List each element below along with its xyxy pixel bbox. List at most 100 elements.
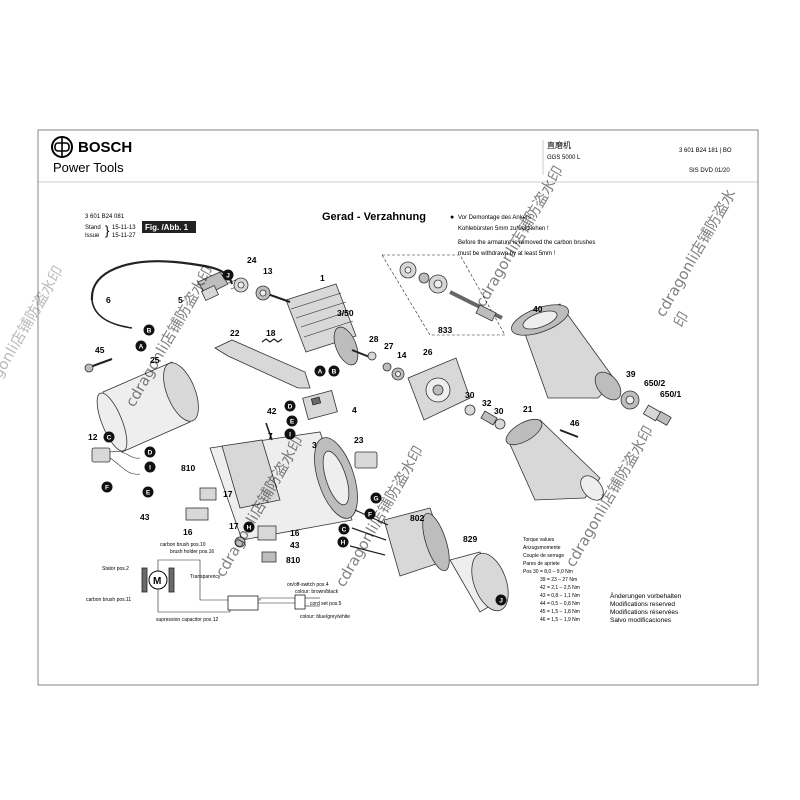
part-number-32: 32 bbox=[482, 398, 492, 408]
header-dvd: SIS DVD 01/20 bbox=[689, 168, 730, 174]
info-issue-value: 15-11-27 bbox=[112, 233, 136, 239]
screw-46-drawing bbox=[559, 429, 579, 438]
part-number-40: 40 bbox=[533, 304, 543, 314]
torque-row-5: 45 = 1,5 – 1,8 Nm bbox=[540, 609, 580, 615]
marker-B2: B bbox=[332, 369, 337, 376]
part-number-39: 39 bbox=[626, 369, 636, 379]
part-number-24: 24 bbox=[247, 255, 257, 265]
modifications-2: Modifications réservées bbox=[610, 609, 679, 616]
marker-I1: I bbox=[289, 432, 291, 439]
part-number-43b: 43 bbox=[290, 540, 300, 550]
diagram-title: Gerad - Verzahnung bbox=[322, 211, 426, 223]
gear-housing-drawing bbox=[511, 303, 622, 401]
part-number-810a: 810 bbox=[181, 463, 195, 473]
note-en-1: Before the armature is removed the carbo… bbox=[458, 240, 595, 246]
part-number-16b: 16 bbox=[290, 528, 300, 538]
part-number-810b: 810 bbox=[286, 555, 300, 565]
label-suppression: supression capacitor pos.12 bbox=[156, 617, 218, 623]
part-number-17b: 17 bbox=[229, 521, 239, 531]
info-id: 3 601 B24 081 bbox=[85, 214, 125, 220]
marker-D2: D bbox=[148, 450, 153, 457]
part-number-12: 12 bbox=[88, 432, 98, 442]
part-number-3-50: 3/50 bbox=[337, 308, 354, 318]
part-number-833: 833 bbox=[438, 325, 452, 335]
torque-row-1: 39 = 23 – 27 Nm bbox=[540, 577, 577, 583]
brush-bracket-drawing bbox=[214, 338, 311, 389]
header-model: GGS 5000 L bbox=[547, 155, 581, 161]
part-number-25: 25 bbox=[150, 355, 160, 365]
label-onoff: on/off-switch pos.4 bbox=[287, 582, 329, 588]
bosch-logo: BOSCH Power Tools bbox=[51, 136, 132, 175]
part-number-28: 28 bbox=[369, 334, 379, 344]
marker-A1: A bbox=[139, 344, 144, 351]
spindle-parts-drawing bbox=[381, 254, 506, 336]
part-30-drawing bbox=[464, 404, 476, 416]
marker-J2: J bbox=[499, 598, 503, 605]
label-carbon-brush-10: carbon brush pos.10 bbox=[160, 542, 206, 548]
header-title-cn: 直磨机 bbox=[547, 140, 571, 150]
part-number-6: 6 bbox=[106, 295, 111, 305]
svg-text:}: } bbox=[105, 223, 110, 238]
part-number-17a: 17 bbox=[223, 489, 233, 499]
part-number-650-1: 650/1 bbox=[660, 389, 682, 399]
torque-header-2: Couple de serrage bbox=[523, 553, 564, 559]
part-number-27: 27 bbox=[384, 341, 394, 351]
part-number-21: 21 bbox=[523, 404, 533, 414]
field-coil-drawing bbox=[349, 507, 450, 577]
note-en-2: must be withdrawn by at least 5mm ! bbox=[458, 251, 556, 257]
modifications-1: Modifications reserved bbox=[610, 601, 675, 608]
marker-H1: H bbox=[341, 540, 346, 547]
marker-G1: G bbox=[373, 496, 378, 503]
part-number-30b: 30 bbox=[494, 406, 504, 416]
part-number-43a: 43 bbox=[140, 512, 150, 522]
note-de-2: Kohlebürsten 5mm zurückziehen ! bbox=[458, 226, 549, 232]
part-number-5: 5 bbox=[178, 295, 183, 305]
part-number-18: 18 bbox=[266, 328, 276, 338]
info-stand-label: Stand bbox=[85, 225, 101, 231]
torque-header-3: Pares de apriete bbox=[523, 561, 560, 567]
torque-header-1: Anzugsmomente bbox=[523, 545, 561, 551]
torque-row-4: 44 = 0,5 – 0,8 Nm bbox=[540, 601, 580, 607]
marker-D1: D bbox=[288, 404, 293, 411]
label-colour-brown: colour: brown/black bbox=[295, 589, 339, 595]
part-number-1: 3 bbox=[312, 440, 317, 450]
part-number-829: 829 bbox=[463, 534, 477, 544]
header-part-number: 3 601 B24 181 | BO bbox=[679, 148, 732, 154]
fig-label: Fig. /Abb. 1 bbox=[145, 223, 189, 232]
armature-drawing bbox=[261, 283, 373, 366]
marker-E1: E bbox=[290, 419, 295, 426]
label-cord-set: cord set pos.5 bbox=[310, 601, 342, 607]
marker-B1: B bbox=[147, 328, 152, 335]
part-number-3: 1 bbox=[320, 273, 325, 283]
label-brush-holder-16: brush holder pos.16 bbox=[170, 549, 214, 555]
torque-header-0: Torque values bbox=[523, 537, 555, 543]
motor-housing-drawing bbox=[209, 422, 358, 541]
guard-829-drawing bbox=[449, 551, 509, 613]
gear-flange-drawing bbox=[367, 351, 471, 421]
capacitor-drawing bbox=[91, 447, 141, 475]
note-de-1: Vor Demontage des Ankers bbox=[458, 215, 531, 221]
brand-name: BOSCH bbox=[78, 139, 132, 156]
part-callouts: 1 3/50 4 5 6 7 3 12 13 14 16 16 17 17 18… bbox=[88, 255, 682, 565]
marker-E2: E bbox=[146, 490, 151, 497]
marker-H2: H bbox=[247, 525, 252, 532]
housing-cap-drawing bbox=[96, 361, 199, 453]
screw-45-drawing bbox=[84, 357, 113, 373]
handle-21-drawing bbox=[505, 418, 604, 501]
part-number-26: 26 bbox=[423, 347, 433, 357]
part-number-42: 42 bbox=[267, 406, 277, 416]
marker-A2: A bbox=[318, 369, 323, 376]
letter-markers: J B A A B D E I C D I F E G F C H H J bbox=[101, 269, 507, 606]
part-number-802: 802 bbox=[410, 513, 424, 523]
marker-J1: J bbox=[226, 273, 230, 280]
label-transparency: Transparency bbox=[190, 574, 221, 580]
part-number-13: 13 bbox=[263, 266, 273, 276]
marker-F2: F bbox=[368, 512, 372, 519]
wiring-diagram: M bbox=[141, 559, 320, 613]
label-stator: Stator pos.2 bbox=[102, 566, 129, 572]
torque-row-3: 43 = 0,8 – 1,1 Nm bbox=[540, 593, 580, 599]
motor-symbol: M bbox=[153, 576, 161, 587]
brand-subtitle: Power Tools bbox=[53, 160, 124, 175]
part-number-16a: 16 bbox=[183, 527, 193, 537]
modifications-0: Änderungen vorbehalten bbox=[610, 592, 682, 600]
